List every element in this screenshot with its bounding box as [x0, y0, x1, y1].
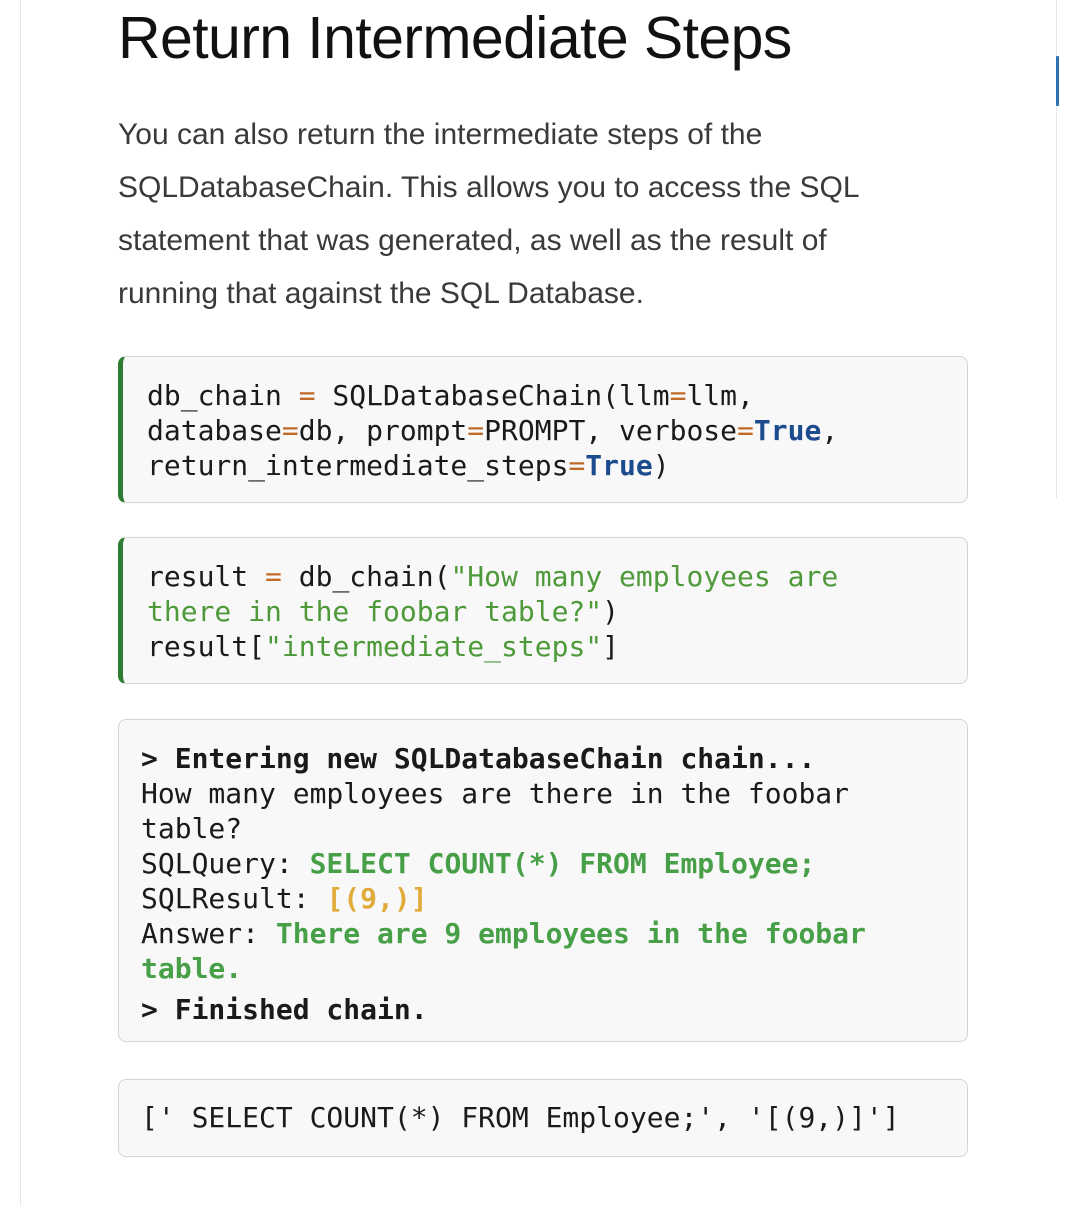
log-answer: Answer: There are 9 employees in the foo… [141, 917, 866, 950]
log-sql-result: SQLResult: [(9,)] [141, 882, 428, 915]
intro-line: statement that was generated, as well as… [118, 224, 827, 257]
log-finished: > Finished chain. [141, 993, 428, 1026]
log-question: table? [141, 812, 243, 845]
code-line: there in the foobar table?") [147, 595, 620, 628]
section-title: Return Intermediate Steps [118, 5, 792, 71]
output-cell-chain-log: > Entering new SQLDatabaseChain chain...… [118, 719, 968, 1042]
log-entering: > Entering new SQLDatabaseChain chain... [141, 742, 816, 775]
section-intro: You can also return the intermediate ste… [118, 108, 938, 320]
toc-active-indicator [1056, 56, 1059, 106]
code-cell-run-chain[interactable]: result = db_chain("How many employees ar… [118, 537, 968, 684]
code-line: db_chain = SQLDatabaseChain(llm=llm, [147, 379, 754, 412]
log-sql-query: SQLQuery: SELECT COUNT(*) FROM Employee; [141, 847, 816, 880]
intro-line: You can also return the intermediate ste… [118, 118, 763, 151]
code-line: return_intermediate_steps=True) [147, 449, 670, 482]
log-answer: table. [141, 952, 243, 985]
intro-line: running that against the SQL Database. [118, 277, 644, 310]
code-line: result = db_chain("How many employees ar… [147, 560, 839, 593]
toc-border [1056, 0, 1057, 498]
output-cell-intermediate-steps: [' SELECT COUNT(*) FROM Employee;', '[(9… [118, 1079, 968, 1157]
code-line: result["intermediate_steps"] [147, 630, 620, 663]
intro-line: SQLDatabaseChain. This allows you to acc… [118, 171, 860, 204]
code-line: database=db, prompt=PROMPT, verbose=True… [147, 414, 839, 447]
output-text: [' SELECT COUNT(*) FROM Employee;', '[(9… [141, 1101, 900, 1134]
page-left-border [20, 0, 21, 1206]
code-cell-chain-setup[interactable]: db_chain = SQLDatabaseChain(llm=llm,data… [118, 356, 968, 503]
log-question: How many employees are there in the foob… [141, 777, 850, 810]
